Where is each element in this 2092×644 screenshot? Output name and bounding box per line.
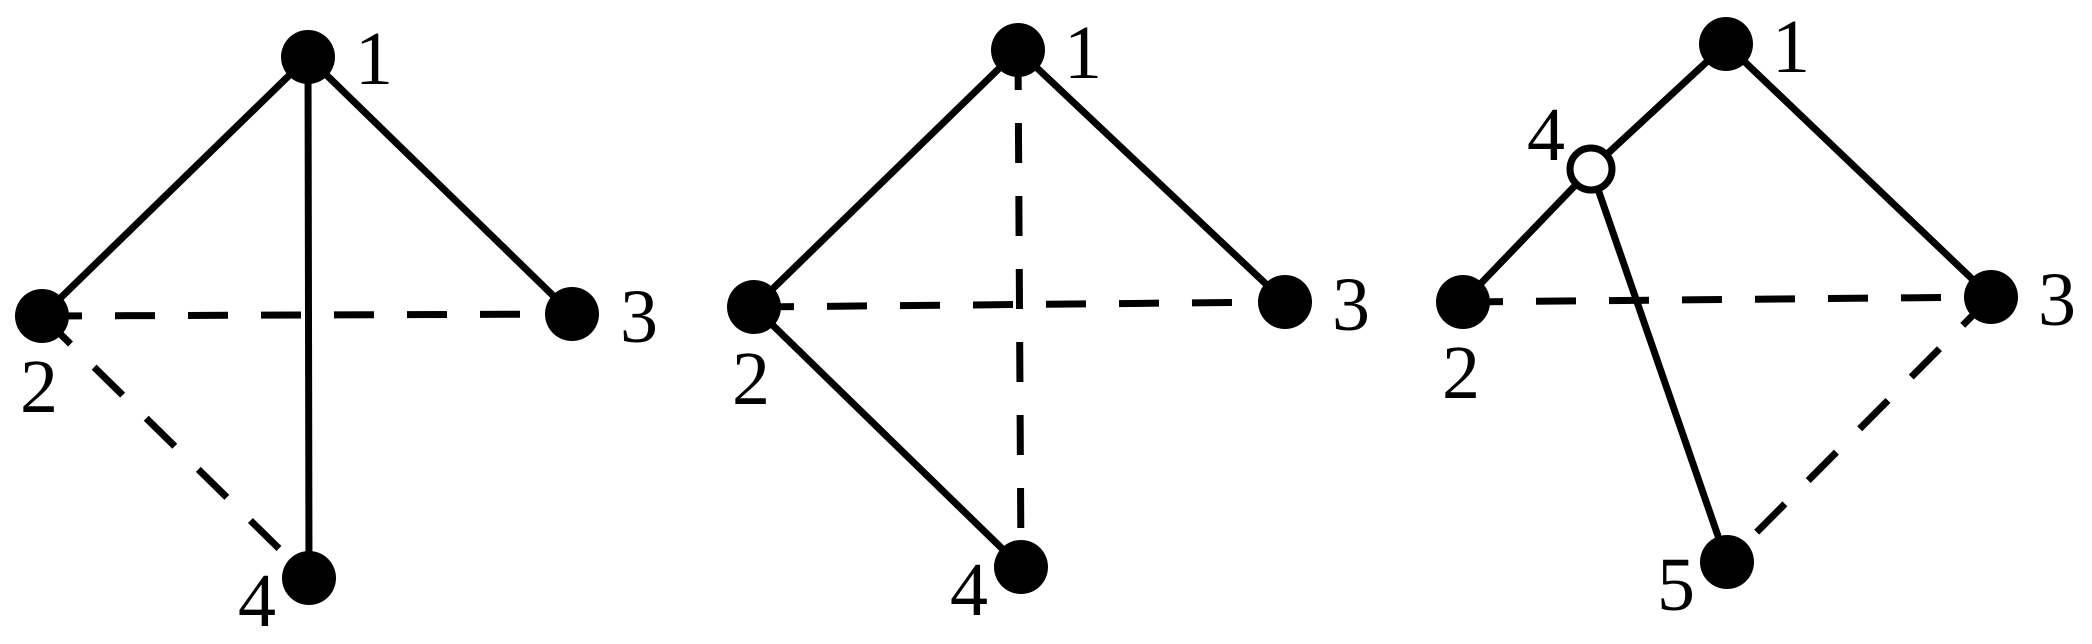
graph-c-node-2 <box>1436 275 1490 329</box>
graph-a-node-3 <box>545 287 599 341</box>
graph-a-edge-1-3-solid <box>305 54 575 317</box>
graph-b-node-1 <box>991 23 1045 77</box>
graph-c-node-3 <box>1964 270 2018 324</box>
graph-c-node-3-label: 3 <box>2038 258 2076 342</box>
graph-c-node-4 <box>1566 144 1616 194</box>
graph-b-edge-1-2-solid <box>751 47 1021 310</box>
graph-c-node-1 <box>1699 17 1753 71</box>
graph-c-edge-4-1-solid <box>1588 41 1729 172</box>
graph-a-node-2 <box>15 289 69 343</box>
graph-c-edge-4-5-solid <box>1587 167 1731 564</box>
graph-c-edge-3-5-dashed <box>1724 294 1994 565</box>
graph-b-node-1-label: 1 <box>1064 11 1102 95</box>
graph-a-node-1 <box>281 30 335 84</box>
graph-c-node-4-label: 4 <box>1527 93 1565 177</box>
graph-a-edge-1-2-solid <box>39 54 311 319</box>
graph-b-node-3 <box>1258 275 1312 329</box>
graph-c-edge-4-2-solid <box>1460 166 1594 305</box>
graph-a-edge-2-3-dashed <box>41 310 573 320</box>
graph-c-edge-2-3-dashed <box>1462 293 1992 306</box>
edges-layer <box>39 41 1994 581</box>
graph-a-node-2-label: 2 <box>20 345 58 429</box>
graph-b-node-2 <box>727 280 781 334</box>
graph-c-node-5-label: 5 <box>1657 543 1695 627</box>
graph-c-node-5 <box>1700 535 1754 589</box>
graph-b-edge-1-3-solid <box>1015 47 1288 305</box>
graph-c-node-1-label: 1 <box>1772 5 1810 89</box>
graph-a-node-4 <box>282 551 336 605</box>
graph-a-node-3-label: 3 <box>620 275 658 359</box>
graph-b-edge-2-3-dashed <box>753 298 1286 311</box>
graph-b-edge-2-4-solid <box>751 304 1024 570</box>
graph-b-node-2-label: 2 <box>732 337 770 421</box>
graph-b-node-4 <box>994 540 1048 594</box>
graph-a-node-4-label: 4 <box>238 559 276 643</box>
graph-a-edge-1-4-solid <box>304 56 313 579</box>
graph-b-edge-1-4-dashed <box>1014 49 1025 568</box>
nodes-layer <box>15 17 2018 605</box>
graph-c-node-2-label: 2 <box>1442 331 1480 415</box>
graph-c-edge-1-3-solid <box>1723 41 1994 300</box>
graph-b-node-3-label: 3 <box>1332 263 1370 347</box>
graph-b-node-4-label: 4 <box>950 548 988 632</box>
graph-a-node-1-label: 1 <box>355 17 393 101</box>
graph-a-edge-2-4-dashed <box>39 313 312 581</box>
